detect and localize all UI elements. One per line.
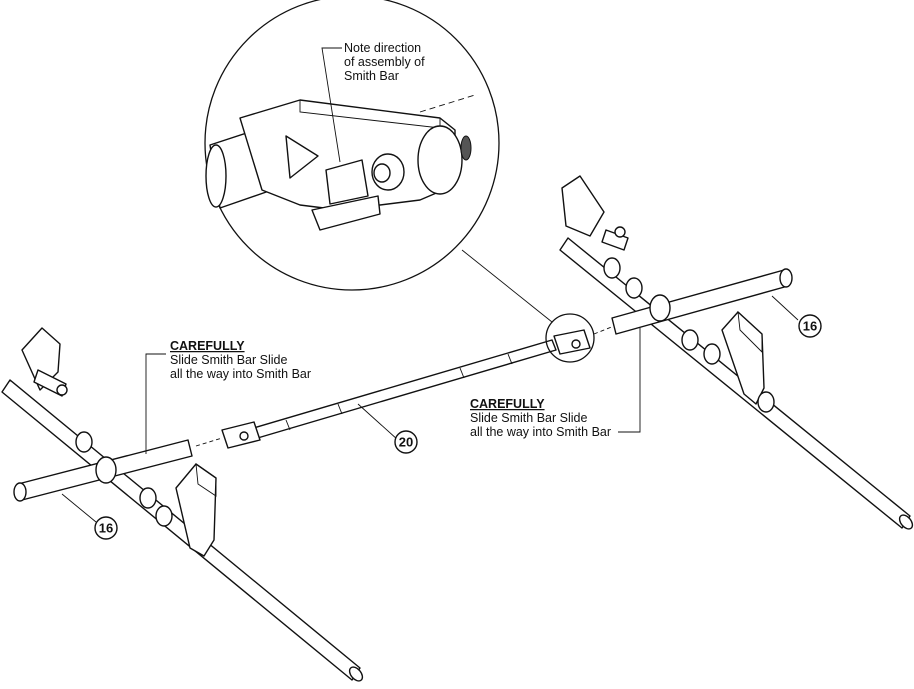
callout-16-right-leader (771, 295, 799, 321)
zoom-arrow-cutout (285, 135, 319, 179)
left-note-line2: all the way into Smith Bar (170, 367, 311, 381)
right-lower-bracket-face (737, 310, 763, 354)
left-support-assembly: 16 (1, 327, 364, 682)
callout-20-number: 20 (399, 435, 413, 450)
right-note-leader (618, 328, 641, 433)
callout-16-left-number: 16 (99, 521, 113, 536)
smith-bar-mark-4 (507, 353, 513, 365)
right-collar-4 (681, 329, 699, 351)
right-note-heading: CAREFULLY (470, 397, 545, 411)
zoom-bar-end (205, 144, 227, 208)
detail-zoom-view: Note direction of assembly of Smith Bar (204, 0, 553, 323)
left-note-line1: Slide Smith Bar Slide (170, 353, 287, 367)
right-upper-bracket (561, 175, 605, 237)
zoom-nut-inner (373, 163, 391, 183)
zoom-knob-stem (325, 159, 369, 205)
left-collar-3 (139, 487, 157, 509)
left-collar-2 (95, 456, 117, 484)
right-cross-tube-end (779, 268, 793, 288)
right-upper-knob (614, 226, 626, 238)
right-collar-5 (703, 343, 721, 365)
zoom-note-line2: of assembly of (344, 55, 425, 69)
left-lower-bracket-face (195, 463, 217, 497)
left-collar-4 (155, 505, 173, 527)
right-rail (559, 237, 911, 529)
left-note-leader (145, 353, 166, 454)
right-collar-6 (757, 391, 775, 413)
smith-bar-left-bolt (239, 431, 249, 441)
callout-16-right-circle (798, 314, 822, 338)
right-note-line1: Slide Smith Bar Slide (470, 411, 587, 425)
callout-16-left-circle (94, 516, 118, 540)
callout-16-right-number: 16 (803, 319, 817, 334)
right-note-line2: all the way into Smith Bar (470, 425, 611, 439)
right-support-assembly: 16 (559, 175, 914, 530)
left-cross-tube-end (13, 482, 27, 502)
smith-bar: 20 (195, 313, 615, 454)
zoom-end-cap (417, 125, 463, 195)
zoom-bolt (460, 135, 472, 161)
right-insert-dashed (593, 325, 615, 335)
left-insert-dashed (195, 437, 223, 447)
right-collar-2 (625, 277, 643, 299)
smith-bar-mark-2 (337, 403, 343, 415)
zoom-knob-head (311, 195, 381, 231)
left-collar-1 (75, 431, 93, 453)
detail-circle-outline (204, 0, 500, 291)
left-upper-knob (56, 384, 68, 396)
zoom-note-line1: Note direction (344, 41, 421, 55)
callout-16-left-leader (61, 493, 97, 523)
zoom-note-leader (321, 47, 342, 163)
zoom-axis-dashed (419, 94, 476, 113)
right-rail-end (898, 514, 914, 530)
smith-bar-mark-1 (285, 419, 291, 431)
right-lower-bracket (721, 311, 765, 405)
smith-bar-right-bolt (571, 339, 581, 349)
left-rail-end (348, 666, 364, 682)
right-collar-3 (649, 294, 671, 322)
left-carefully-note: CAREFULLY Slide Smith Bar Slide all the … (145, 339, 311, 454)
callout-20-circle (394, 430, 418, 454)
right-collar-1 (603, 257, 621, 279)
callout-20-leader (357, 403, 399, 441)
left-lower-bracket (175, 463, 217, 557)
left-rail (1, 379, 361, 681)
zoom-bracket-edge (299, 100, 441, 129)
zoom-note-line3: Smith Bar (344, 69, 399, 83)
zoom-leader-line (461, 249, 553, 323)
smith-bar-mark-3 (459, 367, 465, 379)
detail-small-circle (545, 313, 595, 363)
left-note-heading: CAREFULLY (170, 339, 245, 353)
right-carefully-note: CAREFULLY Slide Smith Bar Slide all the … (470, 328, 641, 439)
